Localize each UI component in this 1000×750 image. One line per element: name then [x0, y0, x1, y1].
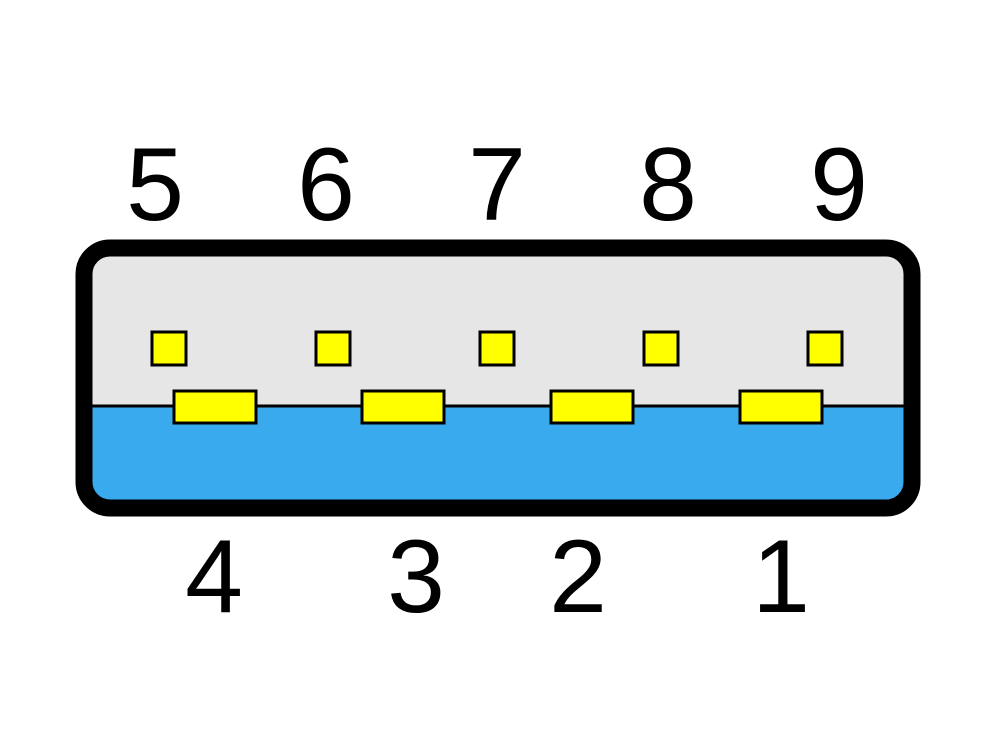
usb2-contacts	[172, 389, 824, 425]
pin-5-contact	[150, 330, 188, 367]
pin-label-5: 5	[126, 127, 184, 243]
pin-label-9: 9	[810, 127, 868, 243]
pin-8-contact	[642, 330, 680, 367]
pin-label-2: 2	[549, 519, 607, 635]
pin-4-contact	[172, 389, 258, 425]
connector-body	[75, 239, 921, 517]
superspeed-contacts	[150, 330, 844, 367]
upper-insulator	[84, 248, 912, 408]
pin-label-7: 7	[468, 127, 526, 243]
pin-label-3: 3	[387, 519, 445, 635]
pin-label-8: 8	[639, 127, 697, 243]
pin-label-4: 4	[185, 519, 243, 635]
pin-6-contact	[314, 330, 352, 367]
pin-2-contact	[549, 389, 635, 425]
pin-3-contact	[360, 389, 446, 425]
pin-7-contact	[478, 330, 516, 367]
pin-1-contact	[738, 389, 824, 425]
bottom-pin-labels: 4 3 2 1	[185, 519, 810, 635]
pin-label-1: 1	[752, 519, 810, 635]
top-pin-labels: 5 6 7 8 9	[126, 127, 868, 243]
connector-outline	[75, 239, 921, 517]
pin-9-contact	[806, 330, 844, 367]
pin-label-6: 6	[297, 127, 355, 243]
